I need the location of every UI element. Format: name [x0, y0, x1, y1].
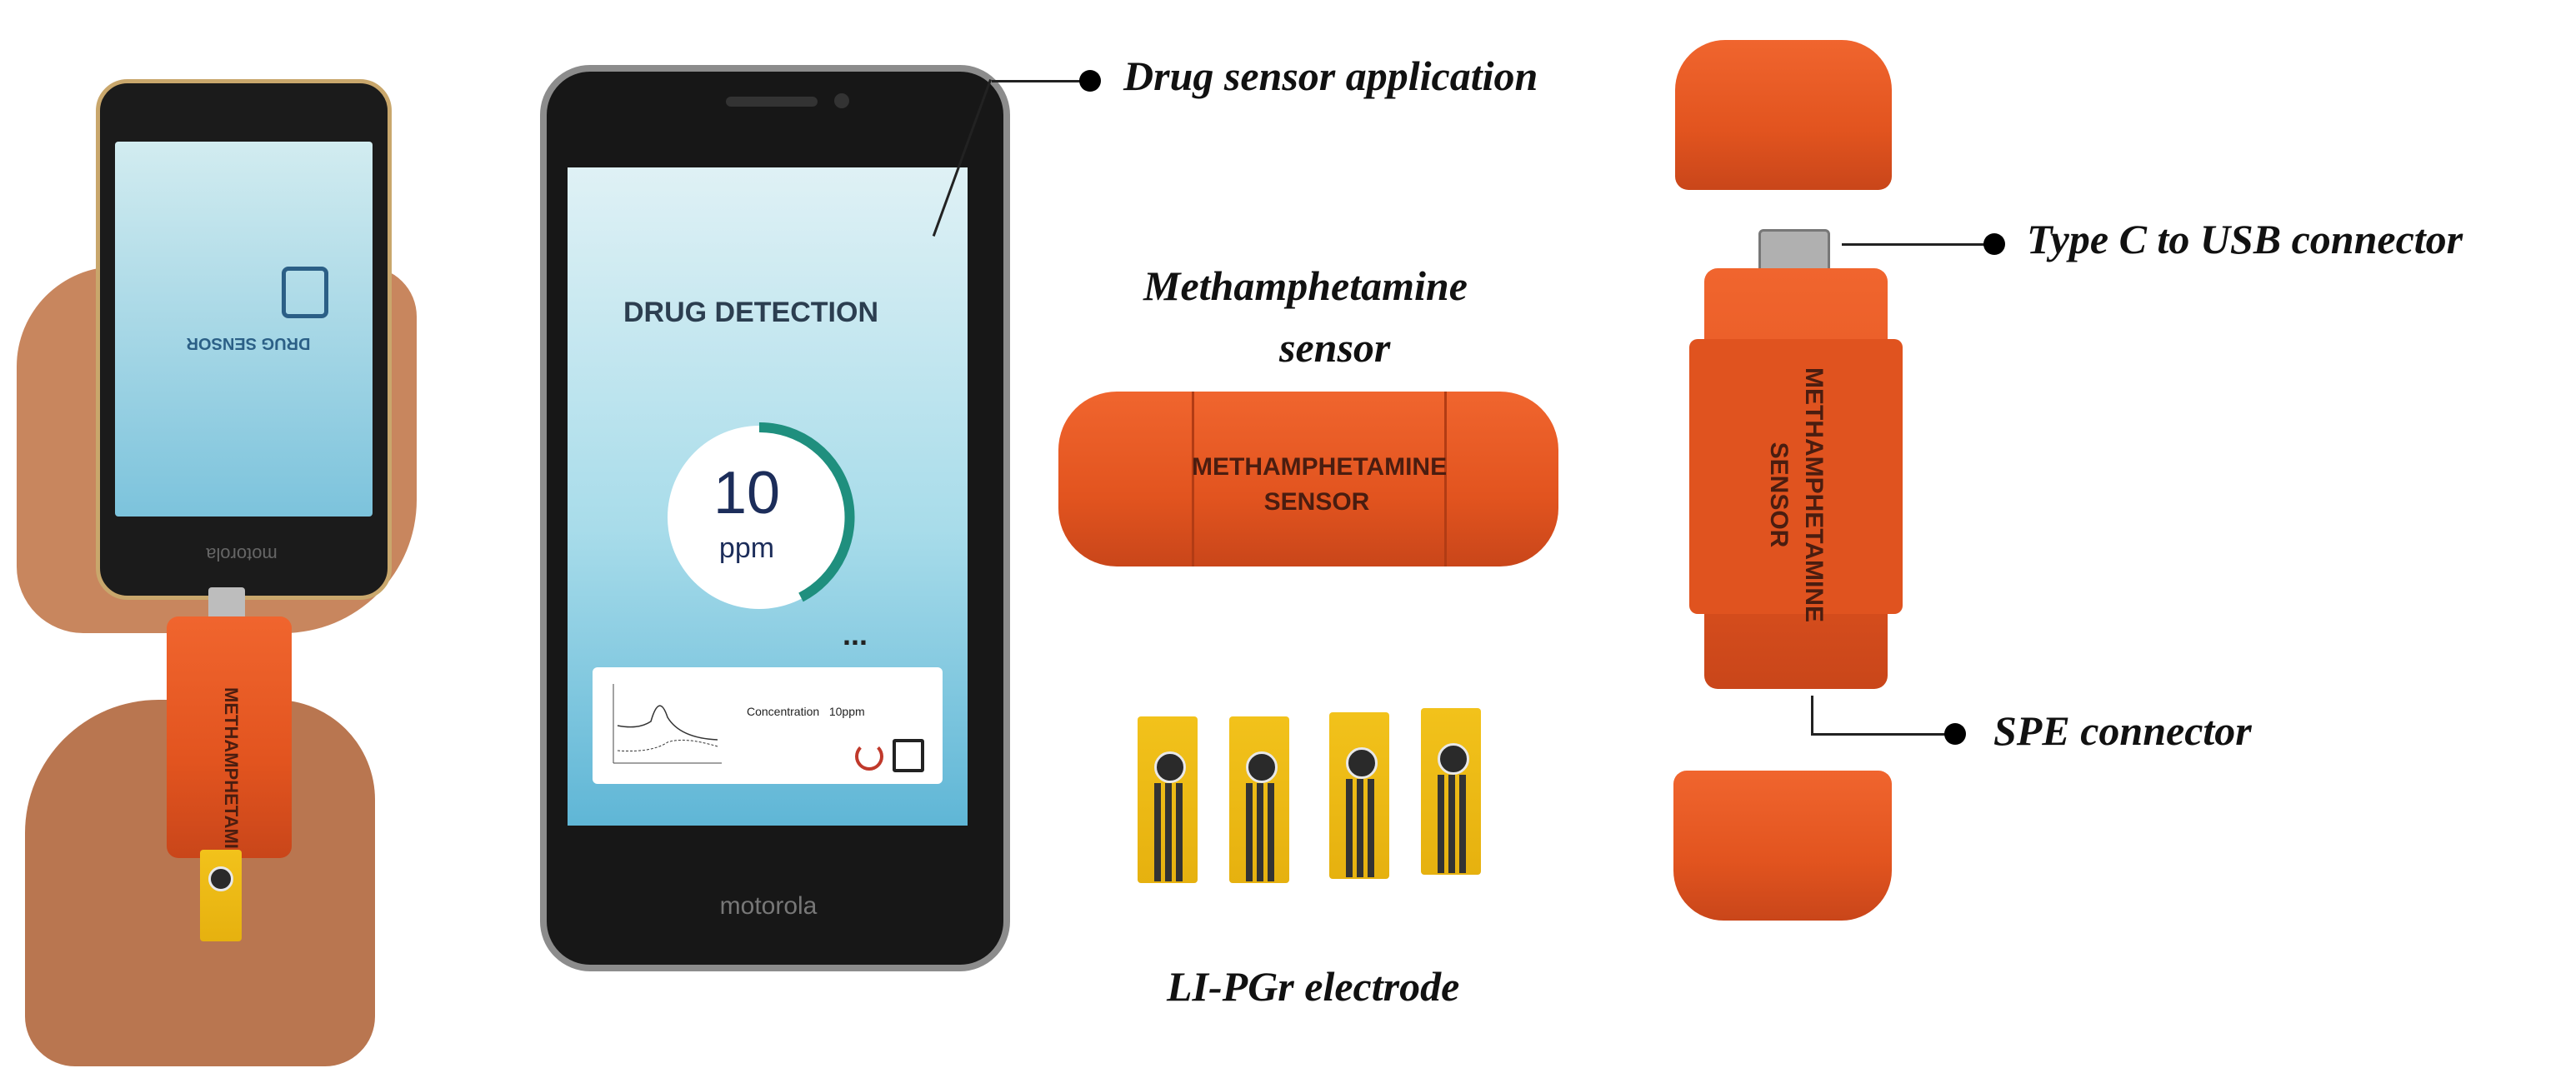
front-camera-icon	[834, 93, 849, 108]
electrode-1	[1138, 716, 1198, 883]
save-icon[interactable]	[893, 739, 924, 772]
voltammogram-plot	[613, 684, 722, 764]
gauge-svg	[668, 422, 855, 609]
device-label-line2: SENSOR	[1263, 488, 1370, 516]
callout-spe-connector: SPE connector	[1993, 707, 2252, 754]
small-phone-brand: motorola	[206, 544, 278, 565]
device-label-horizontal: METHAMPHETAMINE SENSOR	[1192, 450, 1448, 520]
app-callout-line	[992, 80, 1083, 82]
device-label-line1: METHAMPHETAMINE	[1192, 453, 1448, 481]
sensor-device-vertical: METHAMPHETAMINE SENSOR	[1689, 268, 1903, 689]
drug-sensor-logo-icon	[282, 267, 328, 318]
big-phone-screen: DRUG DETECTION 10 ppm ... Concentration …	[568, 167, 968, 826]
concentration-readout: Concentration 10ppm	[747, 705, 865, 718]
result-card: Concentration 10ppm	[593, 667, 943, 784]
spe-callout-line	[1811, 733, 1948, 736]
gauge-value: 10	[713, 460, 781, 527]
concentration-gauge: 10 ppm	[659, 417, 859, 617]
plugged-sensor-device: METHAMPHETAMINE	[167, 616, 292, 874]
small-phone-screen: DRUG SENSOR	[115, 142, 373, 517]
earpiece	[726, 97, 818, 107]
refresh-icon[interactable]	[855, 742, 883, 771]
callout-electrode: LI-PGr electrode	[1167, 963, 1460, 1010]
usb-callout-line	[1842, 243, 1992, 246]
left-photo: DRUG SENSOR motorola METHAMPHETAMINE	[17, 50, 450, 1066]
electrode-2	[1229, 716, 1289, 883]
sensor-device-horizontal: METHAMPHETAMINE SENSOR	[1058, 392, 1558, 566]
device-label-v-line2: SENSOR	[1765, 442, 1793, 548]
more-options-icon[interactable]: ...	[843, 617, 868, 651]
spe-callout-vline	[1811, 696, 1813, 735]
callout-sensor-line2: sensor	[1279, 324, 1391, 371]
spe-callout-dot	[1944, 723, 1966, 745]
device-grip-band	[1689, 339, 1903, 614]
gauge-unit: ppm	[718, 532, 775, 564]
callout-drug-sensor-application: Drug sensor application	[1123, 52, 1538, 99]
gauge-arc	[758, 422, 855, 602]
device-label-v-line1: METHAMPHETAMINE	[1800, 367, 1828, 623]
top-cap	[1675, 40, 1892, 190]
device-center-band	[1192, 392, 1447, 566]
big-phone-brand: motorola	[719, 892, 818, 920]
screen-header: DRUG DETECTION	[623, 297, 878, 328]
callout-type-c-usb: Type C to USB connector	[2027, 216, 2463, 262]
electrode-4	[1421, 708, 1481, 875]
app-callout-dot	[1079, 70, 1101, 92]
usb-callout-dot	[1983, 233, 2005, 255]
bottom-cap	[1673, 771, 1892, 921]
small-phone: DRUG SENSOR motorola	[96, 79, 392, 600]
big-phone: DRUG DETECTION 10 ppm ... Concentration …	[540, 65, 1010, 971]
usb-c-plug	[208, 587, 245, 621]
callout-sensor-line1: Methamphetamine	[1143, 262, 1468, 309]
splash-text: DRUG SENSOR	[186, 334, 311, 352]
plugged-electrode	[200, 850, 242, 941]
device-label-vertical: METHAMPHETAMINE SENSOR	[1761, 320, 1831, 670]
electrode-3	[1329, 712, 1389, 879]
